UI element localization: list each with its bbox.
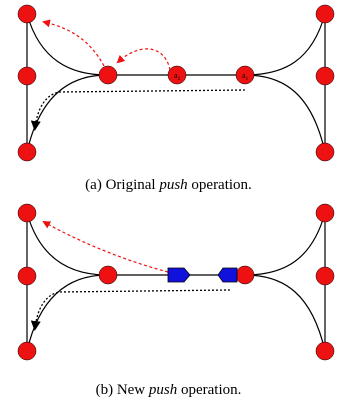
vertex [315, 66, 335, 86]
edge-right-upper-curve [244, 212, 326, 276]
vertex [315, 341, 335, 361]
edge-left-lower-curve [26, 274, 108, 352]
caption-b: (b) New push operation. [0, 382, 337, 399]
vertex [98, 65, 118, 85]
caption-a-suffix: operation. [187, 177, 252, 193]
vertex [98, 265, 118, 285]
agent-a1-label: a1 [242, 71, 249, 82]
blue-agent-1 [167, 267, 191, 283]
vertex [17, 266, 37, 286]
red-push-arrow-2 [116, 48, 171, 71]
edge-left-lower-curve [26, 74, 108, 153]
red-push-arrow-1 [42, 19, 105, 67]
vertex [315, 203, 335, 223]
agent-vertex-a1 [235, 65, 255, 85]
caption-a-emph: push [159, 177, 188, 193]
black-agent-path-arrow [30, 89, 246, 131]
agent-a2-label: a2 [174, 71, 181, 82]
vertex [17, 341, 37, 361]
agent-vertex-a2 [167, 65, 187, 85]
panel-b-graph [17, 203, 335, 361]
vertex [315, 266, 335, 286]
panel-a-graph: a2 a1 [17, 4, 335, 162]
vertex [235, 265, 255, 285]
caption-a-prefix: (a) Original [85, 177, 160, 193]
vertex [17, 4, 37, 24]
blue-agent-2 [217, 267, 238, 283]
black-agent-path-arrow [30, 289, 231, 331]
vertex [17, 66, 37, 86]
caption-b-prefix: (b) New [95, 382, 149, 398]
vertex [17, 142, 37, 162]
edge-right-lower-curve [244, 74, 326, 153]
edge-right-lower-curve [244, 274, 326, 352]
edge-left-upper-curve [26, 212, 108, 276]
panel-b-vertices [17, 203, 335, 361]
panel-a-vertices [17, 4, 335, 162]
edge-right-upper-curve [244, 13, 326, 76]
vertex [17, 203, 37, 223]
vertex [315, 142, 335, 162]
caption-b-emph: push [148, 382, 178, 398]
vertex [315, 4, 335, 24]
caption-a: (a) Original push operation. [0, 177, 337, 194]
edge-left-upper-curve [26, 13, 108, 76]
red-push-arrow [42, 221, 169, 273]
caption-b-suffix: operation. [177, 382, 242, 398]
